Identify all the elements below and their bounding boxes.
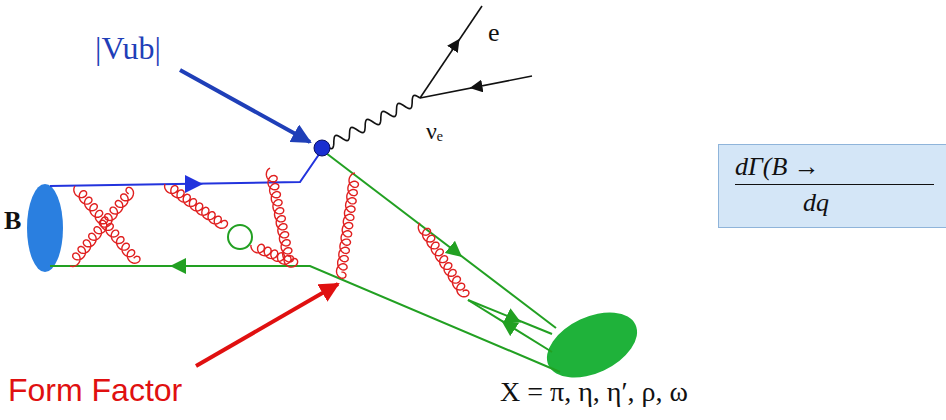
quark-arrow <box>508 316 514 319</box>
gluon <box>70 187 134 266</box>
quark-arrow <box>450 247 456 252</box>
quark-arrow <box>178 265 186 267</box>
vertex-dot <box>314 140 330 156</box>
formula-box: dΓ(B →dq <box>718 144 946 228</box>
w-boson <box>326 95 420 148</box>
form-factor-label: Form Factor <box>8 372 182 409</box>
spectator-quark-line <box>50 266 560 372</box>
quark-arrow <box>186 183 194 185</box>
pointer-arrow <box>196 284 338 366</box>
gluon-group <box>70 168 469 297</box>
quark-loop <box>228 225 252 249</box>
gluon <box>165 184 228 228</box>
gluon <box>337 173 359 278</box>
ckm-element-label: |Vub| <box>95 30 161 67</box>
formula-numerator: dΓ(B → <box>735 151 934 185</box>
quark-arrow <box>508 325 514 329</box>
neutrino-line <box>420 76 532 98</box>
lepton-arrow <box>476 86 482 87</box>
pointer-arrow <box>180 70 310 142</box>
pair-quark-line <box>468 300 552 334</box>
particle-label: B <box>4 206 21 236</box>
u-quark-line <box>322 150 556 328</box>
particle-label: e <box>488 18 500 48</box>
pair-quark-line <box>468 300 552 352</box>
electron-line <box>420 6 482 98</box>
lepton-arrow <box>452 44 456 50</box>
gluon <box>418 223 469 297</box>
b-meson-blob <box>27 184 63 272</box>
formula-denominator: dq <box>735 185 934 218</box>
particle-label: νₑ <box>426 118 443 145</box>
b-quark-line <box>50 150 322 186</box>
final-state-label: X = π, η, η′, ρ, ω <box>500 376 688 408</box>
gluon <box>266 168 293 262</box>
